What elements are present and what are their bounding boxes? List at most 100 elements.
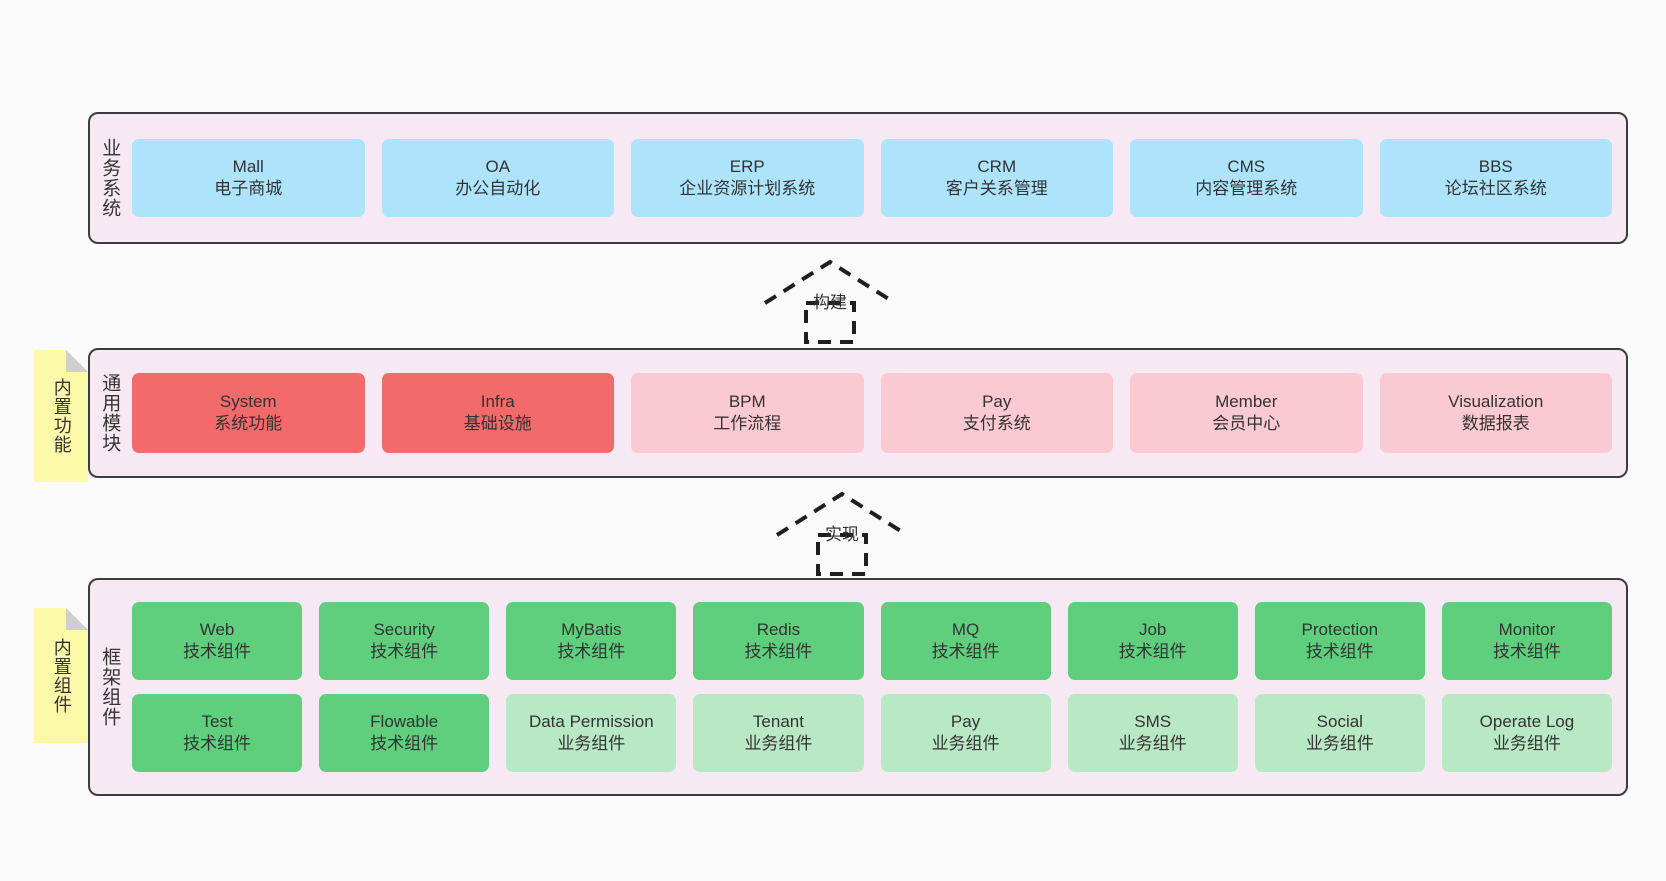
card-title: Tenant bbox=[752, 712, 804, 732]
card-social[interactable]: Social 业务组件 bbox=[1254, 694, 1425, 772]
card-title: Redis bbox=[756, 620, 801, 640]
card-title: Monitor bbox=[1498, 620, 1556, 640]
card-row: Mall 电子商城 OA 办公自动化 ERP 企业资源计划系统 CRM 客户关系… bbox=[132, 139, 1612, 217]
card-subtitle: 业务组件 bbox=[557, 734, 626, 753]
card-subtitle: 业务组件 bbox=[1492, 734, 1561, 753]
card-data-permission[interactable]: Data Permission 业务组件 bbox=[506, 694, 677, 772]
card-subtitle: 技术组件 bbox=[370, 734, 439, 753]
card-sms[interactable]: SMS 业务组件 bbox=[1067, 694, 1238, 772]
card-infra[interactable]: Infra 基础设施 bbox=[381, 373, 614, 453]
card-subtitle: 会员中心 bbox=[1212, 414, 1281, 433]
card-title: Pay bbox=[950, 712, 981, 732]
card-visualization[interactable]: Visualization 数据报表 bbox=[1379, 373, 1612, 453]
card-title: Job bbox=[1138, 620, 1167, 640]
card-web[interactable]: Web 技术组件 bbox=[132, 602, 303, 680]
card-oa[interactable]: OA 办公自动化 bbox=[381, 139, 614, 217]
card-bbs[interactable]: BBS 论坛社区系统 bbox=[1379, 139, 1612, 217]
card-title: CMS bbox=[1227, 157, 1266, 177]
build-arrow-shape bbox=[763, 259, 897, 344]
card-title: MyBatis bbox=[561, 620, 622, 640]
card-test[interactable]: Test 技术组件 bbox=[132, 694, 303, 772]
card-subtitle: 办公自动化 bbox=[455, 179, 541, 198]
card-subtitle: 技术组件 bbox=[744, 642, 813, 661]
card-mq[interactable]: MQ 技术组件 bbox=[880, 602, 1051, 680]
implement-arrow-shape bbox=[775, 491, 909, 576]
card-job[interactable]: Job 技术组件 bbox=[1067, 602, 1238, 680]
card-subtitle: 工作流程 bbox=[713, 414, 782, 433]
card-operate-log[interactable]: Operate Log 业务组件 bbox=[1441, 694, 1612, 772]
card-row: Web 技术组件 Security 技术组件 MyBatis 技术组件 Redi… bbox=[132, 602, 1612, 680]
layer-common-modules: 通用模块 System 系统功能 Infra 基础设施 BPM 工作流程 Pay… bbox=[88, 348, 1628, 478]
card-title: Social bbox=[1316, 712, 1363, 732]
card-subtitle: 数据报表 bbox=[1461, 414, 1530, 433]
layer-framework-components: 框架组件 Web 技术组件 Security 技术组件 MyBatis 技术组件… bbox=[88, 578, 1628, 796]
connector-label-implement: 实现 bbox=[825, 525, 859, 544]
layer-label-business-systems: 业务系统 bbox=[99, 138, 121, 218]
card-protection[interactable]: Protection 技术组件 bbox=[1254, 602, 1425, 680]
card-system[interactable]: System 系统功能 bbox=[132, 373, 365, 453]
card-subtitle: 技术组件 bbox=[1118, 642, 1187, 661]
card-subtitle: 系统功能 bbox=[214, 414, 283, 433]
card-title: Protection bbox=[1301, 620, 1379, 640]
card-title: Operate Log bbox=[1479, 712, 1575, 732]
card-title: MQ bbox=[951, 620, 980, 640]
card-member[interactable]: Member 会员中心 bbox=[1130, 373, 1363, 453]
card-mall[interactable]: Mall 电子商城 bbox=[132, 139, 365, 217]
card-title: Security bbox=[373, 620, 435, 640]
card-title: System bbox=[219, 392, 277, 412]
card-bpm[interactable]: BPM 工作流程 bbox=[631, 373, 864, 453]
card-title: Infra bbox=[480, 392, 515, 412]
card-subtitle: 业务组件 bbox=[931, 734, 1000, 753]
layer-label-common-modules: 通用模块 bbox=[99, 373, 121, 453]
card-subtitle: 支付系统 bbox=[962, 414, 1031, 433]
card-subtitle: 论坛社区系统 bbox=[1444, 179, 1547, 198]
card-subtitle: 技术组件 bbox=[370, 642, 439, 661]
card-subtitle: 业务组件 bbox=[744, 734, 813, 753]
connector-label-build: 构建 bbox=[813, 293, 847, 312]
card-pay-module[interactable]: Pay 支付系统 bbox=[880, 373, 1113, 453]
card-title: CRM bbox=[977, 157, 1017, 177]
card-mybatis[interactable]: MyBatis 技术组件 bbox=[506, 602, 677, 680]
card-erp[interactable]: ERP 企业资源计划系统 bbox=[631, 139, 864, 217]
card-title: Web bbox=[199, 620, 235, 640]
card-title: Visualization bbox=[1448, 392, 1544, 412]
card-subtitle: 技术组件 bbox=[931, 642, 1000, 661]
note-text: 内置功能 bbox=[51, 378, 72, 454]
card-subtitle: 电子商城 bbox=[214, 179, 283, 198]
card-subtitle: 基础设施 bbox=[463, 414, 532, 433]
card-title: Data Permission bbox=[528, 712, 654, 732]
card-subtitle: 企业资源计划系统 bbox=[679, 179, 816, 198]
card-title: BBS bbox=[1478, 157, 1513, 177]
card-pay-component[interactable]: Pay 业务组件 bbox=[880, 694, 1051, 772]
card-row: System 系统功能 Infra 基础设施 BPM 工作流程 Pay 支付系统… bbox=[132, 373, 1612, 453]
card-monitor[interactable]: Monitor 技术组件 bbox=[1441, 602, 1612, 680]
card-flowable[interactable]: Flowable 技术组件 bbox=[319, 694, 490, 772]
card-title: Test bbox=[201, 712, 233, 732]
card-title: SMS bbox=[1134, 712, 1172, 732]
note-builtin-features: 内置功能 bbox=[34, 350, 88, 482]
card-redis[interactable]: Redis 技术组件 bbox=[693, 602, 864, 680]
card-cms[interactable]: CMS 内容管理系统 bbox=[1130, 139, 1363, 217]
card-title: ERP bbox=[729, 157, 765, 177]
card-subtitle: 内容管理系统 bbox=[1195, 179, 1298, 198]
card-tenant[interactable]: Tenant 业务组件 bbox=[693, 694, 864, 772]
layer-body-common-modules: System 系统功能 Infra 基础设施 BPM 工作流程 Pay 支付系统… bbox=[128, 350, 1626, 476]
card-row: Test 技术组件 Flowable 技术组件 Data Permission … bbox=[132, 694, 1612, 772]
layer-label-framework-components: 框架组件 bbox=[99, 647, 121, 727]
card-title: BPM bbox=[728, 392, 766, 412]
card-subtitle: 技术组件 bbox=[1492, 642, 1561, 661]
layer-body-framework-components: Web 技术组件 Security 技术组件 MyBatis 技术组件 Redi… bbox=[128, 580, 1626, 794]
card-security[interactable]: Security 技术组件 bbox=[319, 602, 490, 680]
note-text: 内置组件 bbox=[51, 637, 72, 714]
card-subtitle: 技术组件 bbox=[183, 642, 252, 661]
note-builtin-components: 内置组件 bbox=[34, 608, 88, 743]
card-title: Pay bbox=[982, 392, 1012, 412]
card-subtitle: 业务组件 bbox=[1305, 734, 1374, 753]
card-title: Mall bbox=[232, 157, 264, 177]
layer-body-business-systems: Mall 电子商城 OA 办公自动化 ERP 企业资源计划系统 CRM 客户关系… bbox=[128, 114, 1626, 242]
card-title: Member bbox=[1215, 392, 1278, 412]
card-crm[interactable]: CRM 客户关系管理 bbox=[880, 139, 1113, 217]
connector-build-arrow: 构建 bbox=[760, 258, 900, 344]
connector-implement-arrow: 实现 bbox=[772, 490, 912, 576]
